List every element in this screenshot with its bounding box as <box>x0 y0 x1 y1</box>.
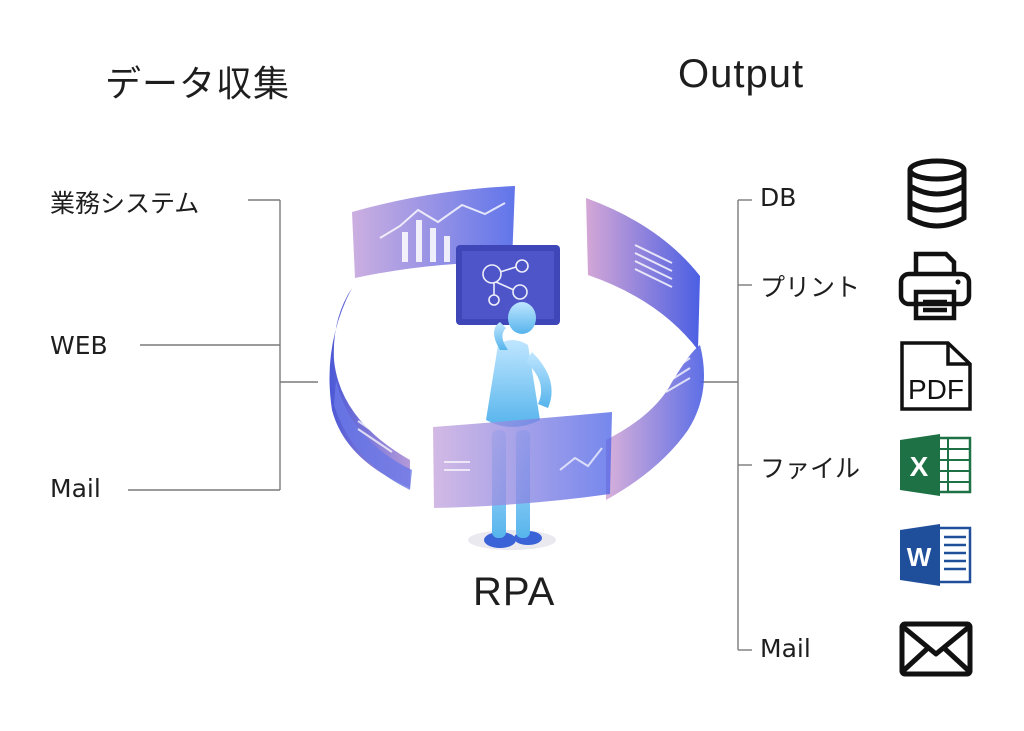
output-label-file: ファイル <box>760 454 861 483</box>
screen-front <box>433 412 612 508</box>
printer-icon <box>898 251 972 321</box>
input-heading: データ収集 <box>105 64 291 105</box>
output-label-mail: Mail <box>760 634 811 663</box>
input-label-mail: Mail <box>50 474 101 503</box>
word-icon-text: W <box>907 542 932 572</box>
excel-icon: X <box>900 434 972 496</box>
pdf-icon-text: PDF <box>908 374 964 405</box>
mail-icon <box>899 621 973 677</box>
output-label-db: DB <box>760 183 797 212</box>
database-icon <box>907 158 967 229</box>
screen-left-lower <box>334 380 412 490</box>
input-label-web: WEB <box>50 331 108 360</box>
output-label-print: プリント <box>760 273 861 302</box>
output-heading: Output <box>678 52 805 96</box>
pdf-file-icon: PDF <box>900 341 972 411</box>
rpa-label: RPA <box>473 570 556 614</box>
word-icon: W <box>900 524 972 586</box>
input-label-business-system: 業務システム <box>50 189 200 218</box>
bar-chart-graphic <box>402 220 450 262</box>
excel-icon-text: X <box>910 451 929 482</box>
